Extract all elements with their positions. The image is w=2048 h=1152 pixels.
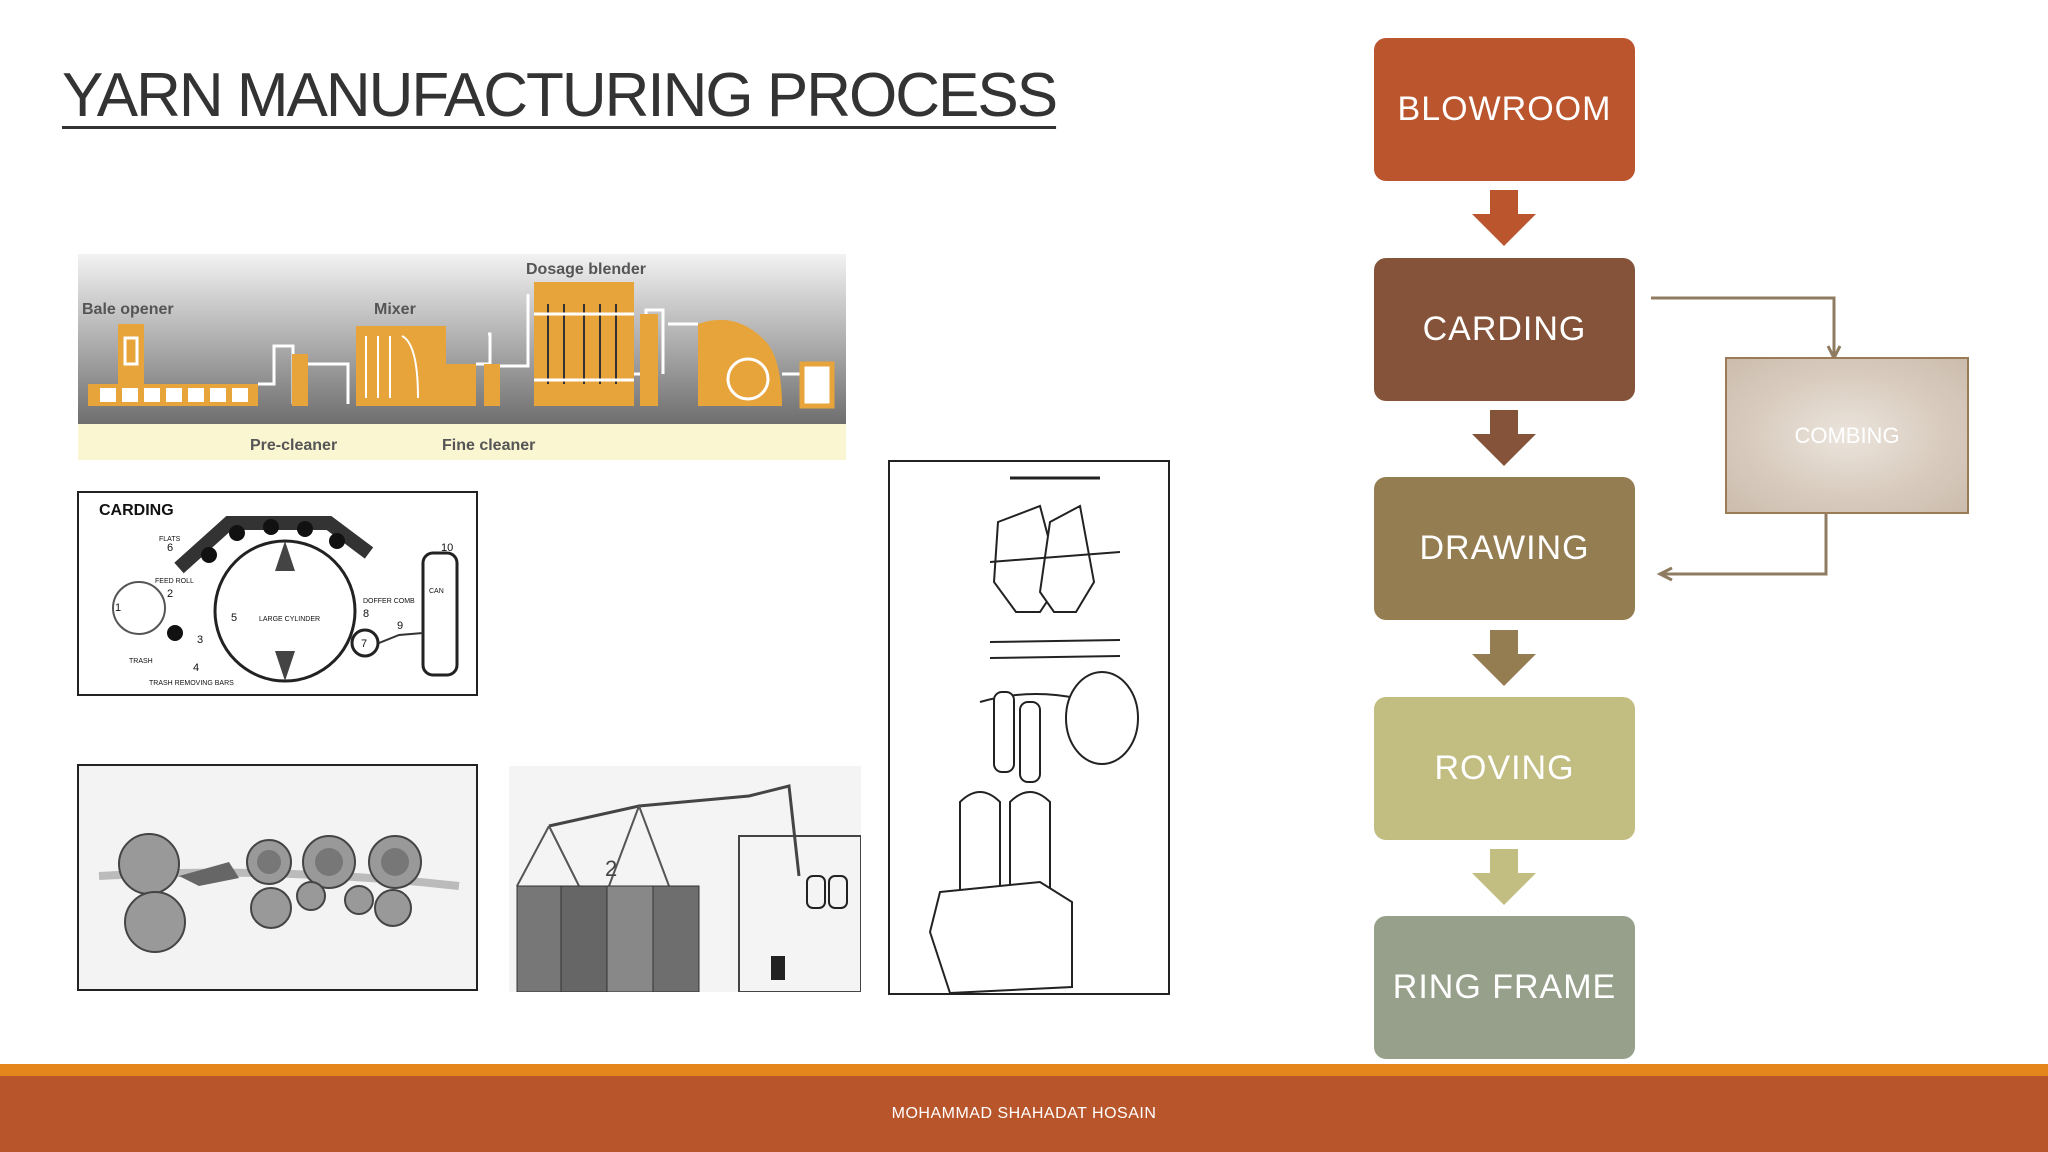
- drawing-frame-illustration: 2: [509, 766, 861, 992]
- footer-accent-stripe: [0, 1064, 2048, 1076]
- flow-arrow-down: [1472, 410, 1536, 466]
- part-number-6: 6: [167, 542, 173, 554]
- carding-illustration-title: CARDING: [99, 502, 174, 519]
- trash-removing-bars-label: TRASH REMOVING BARS: [149, 680, 234, 687]
- flow-step-label: BLOWROOM: [1397, 90, 1612, 128]
- flow-arrow-down: [1472, 630, 1536, 686]
- slide-title: YARN MANUFACTURING PROCESS: [62, 61, 1058, 130]
- roving-frame-illustration: [888, 460, 1170, 995]
- large-cylinder-label: LARGE CYLINDER: [259, 616, 320, 623]
- drawing-part-number: 2: [605, 856, 617, 881]
- flow-arrow-down: [1472, 190, 1536, 246]
- part-number-10: 10: [441, 542, 453, 554]
- flow-step-label: DRAWING: [1419, 529, 1590, 567]
- part-number-7: 7: [361, 638, 367, 650]
- part-number-5: 5: [231, 612, 237, 624]
- doffer-comb-label: DOFFER COMB: [363, 598, 415, 605]
- pre-cleaner-label: Pre-cleaner: [250, 437, 337, 454]
- flow-step-ring-frame: RING FRAME: [1374, 916, 1635, 1059]
- mixer-label: Mixer: [374, 301, 416, 318]
- flats-label: FLATS: [159, 536, 181, 543]
- part-number-9: 9: [397, 620, 403, 632]
- flow-step-carding: CARDING: [1374, 258, 1635, 401]
- part-number-3: 3: [197, 634, 203, 646]
- fine-cleaner-label: Fine cleaner: [442, 437, 535, 454]
- drafting-rollers-illustration: [77, 764, 478, 991]
- can-label: CAN: [429, 588, 444, 595]
- footer-bar: MOHAMMAD SHAHADAT HOSAIN: [0, 1076, 2048, 1152]
- flow-step-label: RING FRAME: [1392, 968, 1617, 1006]
- flow-step-drawing: DRAWING: [1374, 477, 1635, 620]
- flow-step-combing: COMBING: [1725, 357, 1969, 514]
- flow-arrow-down: [1472, 849, 1536, 905]
- flow-step-label: ROVING: [1434, 749, 1575, 787]
- footer-author: MOHAMMAD SHAHADAT HOSAIN: [891, 1105, 1157, 1122]
- carding-machine-illustration: CARDING FLATS FEED ROLL LARGE CYLINDER D…: [77, 491, 478, 696]
- blowroom-line-illustration: Bale opener Mixer Dosage blender Pre-cle…: [78, 254, 846, 460]
- bale-opener-label: Bale opener: [82, 301, 174, 318]
- flow-step-roving: ROVING: [1374, 697, 1635, 840]
- trash-label: TRASH: [129, 658, 153, 665]
- part-number-2: 2: [167, 588, 173, 600]
- part-number-4: 4: [193, 662, 199, 674]
- flow-step-label: CARDING: [1422, 310, 1587, 348]
- flow-step-label: COMBING: [1794, 422, 1900, 448]
- dosage-blender-label: Dosage blender: [526, 261, 646, 278]
- feed-roll-label: FEED ROLL: [155, 578, 194, 585]
- part-number-1: 1: [115, 602, 121, 614]
- part-number-8: 8: [363, 608, 369, 620]
- flow-step-blowroom: BLOWROOM: [1374, 38, 1635, 181]
